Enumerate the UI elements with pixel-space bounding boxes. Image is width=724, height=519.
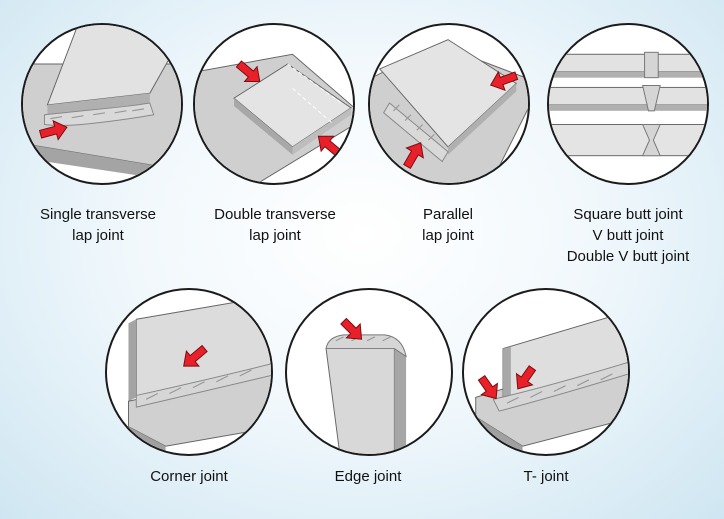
corner-joint-illustration: [105, 288, 273, 456]
arrow-icon: [183, 344, 208, 367]
single-transverse-lap-drawing: [23, 25, 181, 182]
butt-joints-illustration: [547, 23, 709, 185]
arrow-icon: [340, 317, 363, 340]
caption-t-joint: T- joint: [523, 466, 568, 487]
caption-line: lap joint: [249, 227, 301, 244]
parallel-lap-illustration: [368, 23, 530, 185]
parallel-lap-drawing: [370, 39, 528, 183]
arrow-icon: [489, 70, 519, 92]
arrow-icon: [403, 142, 424, 170]
arrow-icon: [317, 135, 343, 158]
edge-joint-illustration: [285, 288, 453, 456]
caption-parallel-lap: Parallel lap joint: [422, 204, 474, 246]
caption-line: lap joint: [72, 227, 124, 244]
caption-butt-joints: Square butt joint V butt joint Double V …: [567, 204, 690, 267]
caption-corner-joint: Corner joint: [150, 466, 228, 487]
t-joint-drawing: [475, 311, 628, 454]
edge-joint-drawing: [325, 317, 407, 454]
double-transverse-lap-drawing: [195, 53, 353, 183]
caption-single-transverse-lap: Single transverse lap joint: [40, 204, 156, 246]
arrow-icon: [38, 119, 68, 141]
t-joint-illustration: [462, 288, 630, 456]
caption-line: T- joint: [523, 468, 569, 485]
caption-line: Edge joint: [334, 468, 402, 485]
caption-line: Corner joint: [150, 468, 228, 485]
caption-line: Single transverse: [40, 206, 156, 223]
arrow-icon: [515, 365, 537, 390]
caption-line: lap joint: [422, 227, 474, 244]
caption-line: Double transverse: [214, 206, 336, 223]
caption-line: Double V butt joint: [566, 248, 690, 265]
caption-double-transverse-lap: Double transverse lap joint: [214, 204, 336, 246]
arrow-icon: [235, 60, 261, 83]
arrow-icon: [477, 374, 498, 400]
caption-line: Square butt joint: [573, 206, 683, 223]
double-transverse-lap-illustration: [193, 23, 355, 185]
caption-line: V butt joint: [592, 227, 664, 244]
caption-line: Parallel: [422, 206, 474, 223]
butt-joints-drawing: [549, 51, 707, 157]
single-transverse-lap-illustration: [21, 23, 183, 185]
corner-joint-drawing: [127, 295, 271, 454]
caption-edge-joint: Edge joint: [335, 466, 402, 487]
